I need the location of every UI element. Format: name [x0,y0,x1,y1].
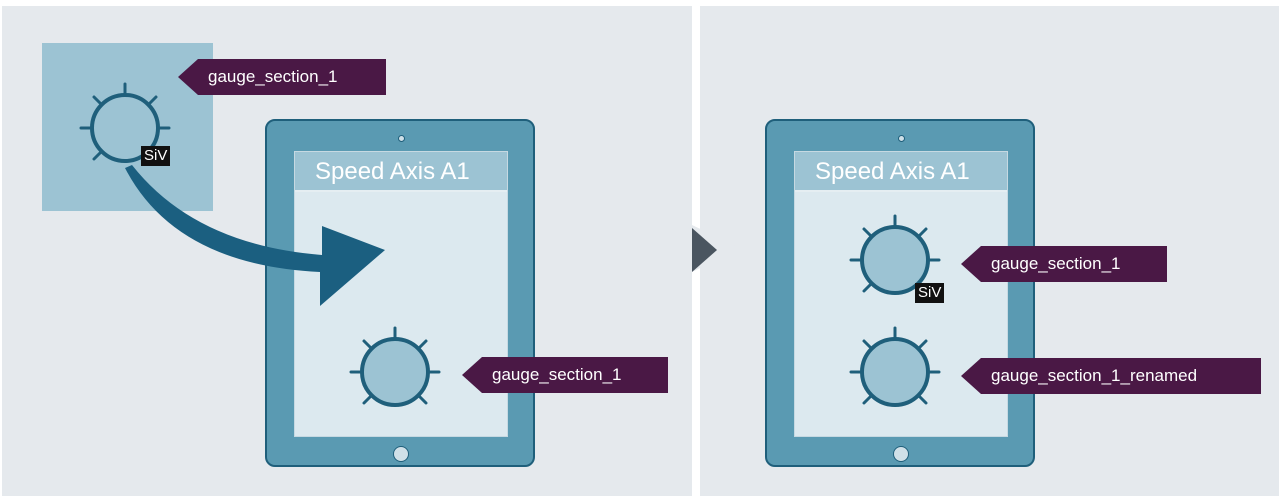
screen-title-left: Speed Axis A1 [295,152,507,192]
home-button [893,446,909,462]
curved-arrow-icon [125,165,385,306]
tablet-left: Speed Axis A1 [265,119,535,467]
camera-dot [398,135,405,142]
tag-right-gauge-1: gauge_section_1 [961,246,1167,282]
tag-placed-gauge: gauge_section_1 [462,357,668,393]
siv-badge: SiV [141,146,171,166]
gauge-icon [79,82,171,163]
camera-dot [898,135,905,142]
tag-library-gauge: gauge_section_1 [178,59,386,95]
tag-right-gauge-2: gauge_section_1_renamed [961,358,1261,394]
gauge-icon [849,214,941,295]
screen-title-right: Speed Axis A1 [795,152,1007,192]
gauge-icon [849,326,941,407]
siv-badge: SiV [915,283,945,303]
home-button [393,446,409,462]
gauge-icon [349,326,441,407]
chevron-right-icon [692,225,740,272]
